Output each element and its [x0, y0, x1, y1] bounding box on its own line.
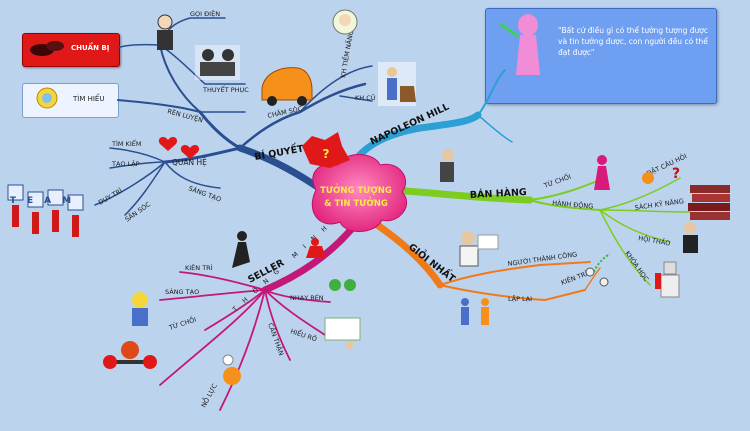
robot-icon	[655, 261, 680, 298]
dancer-icon	[594, 155, 610, 190]
weightlifter-icon	[103, 341, 157, 369]
hoi-thao-label: HỘI THẢO	[638, 233, 671, 247]
duy-tri-label: DUY TRÌ	[97, 186, 124, 207]
thuyet-phuc-label: THUYẾT PHỤC	[202, 84, 249, 94]
speaker-icon	[683, 222, 698, 253]
bi-quyet-label: BÍ QUYẾT	[253, 141, 305, 163]
seller-branch	[159, 221, 359, 411]
books-icon	[688, 185, 730, 220]
presentation-icon	[324, 317, 361, 349]
team-figures: TEAM	[7, 184, 84, 237]
tim-hieu-label: TÌM HIỂU	[73, 95, 105, 103]
runner-icon	[232, 231, 250, 268]
team-text: TEAM	[10, 196, 82, 206]
tim-hieu-magnifier-icon	[36, 87, 58, 109]
chuan-bi-label: CHUẨN BỊ	[71, 44, 110, 52]
chuan-bi-shoes-icon	[30, 41, 64, 56]
thinking-figure-icon	[222, 354, 241, 385]
central-line-1: TƯỞNG TƯỢNG	[320, 183, 392, 196]
teacher-icon	[459, 231, 499, 267]
khoa-hoc-label: KHÓA HỌC	[623, 249, 651, 283]
ban-hang-label: BÁN HÀNG	[470, 186, 528, 201]
thinker-icon	[440, 149, 454, 182]
sang-tao-1-label: SÁNG TẠO	[187, 183, 222, 203]
baby-icon	[332, 9, 358, 35]
handshake-icon	[461, 298, 489, 325]
sach-ky-nang-label: SÁCH KỸ NĂNG	[634, 196, 684, 212]
question-figure-icon: ?	[642, 166, 680, 184]
quote-text: "Bất cứ điều gì có thể tưởng tượng được …	[558, 26, 708, 57]
question-mark-icon: ?	[302, 132, 350, 168]
kien-tri-1-label: KIÊN TRÌ	[560, 269, 589, 287]
tim-kiem-label: TÌM KIẾM	[111, 138, 141, 148]
meeting-icon	[195, 45, 240, 80]
car-icon	[261, 67, 313, 106]
svg-text:?: ?	[672, 166, 680, 182]
nhay-ben-label: NHẠY BÉN	[290, 293, 324, 302]
red-figure-icon	[306, 238, 326, 258]
can-than-label: CẨN THẬN	[266, 321, 287, 357]
runner-figures-icon	[585, 253, 611, 287]
kh-cu-label: KH CŨ	[355, 93, 376, 102]
central-node: TƯỞNG TƯỢNG & TIN TƯỞNG	[311, 154, 408, 232]
hanh-dong-label: HÀNH ĐỘNG	[552, 198, 594, 211]
magnifier-eyes-icon	[329, 279, 356, 291]
gioi-nhat-branch	[366, 216, 601, 302]
farmer-icon	[378, 62, 416, 106]
businessman-icon	[157, 14, 173, 50]
kien-tri-2-label: KIÊN TRÌ	[185, 263, 213, 272]
hearts-icon	[158, 137, 200, 159]
central-line-2: & TIN TƯỞNG	[324, 196, 388, 209]
tu-choi-2-label: TỪ CHỐI	[167, 314, 198, 333]
quan-he-label: QUAN HỆ	[172, 158, 207, 167]
san-soc-label: SĂN SÓC	[123, 199, 153, 223]
sang-tao-2-label: SÁNG TẠO	[165, 287, 199, 296]
alien-icon	[499, 14, 540, 75]
goi-dien-label: GỌI ĐIỆN	[190, 9, 220, 18]
tu-choi-1-label: TỪ CHỐI	[541, 171, 572, 190]
no-luc-label: NỖ LỰC	[198, 381, 219, 409]
lap-lai-label: LẶP LẠI	[508, 294, 532, 303]
svg-text:?: ?	[323, 147, 330, 161]
lightbulb-person-icon	[132, 292, 148, 326]
tao-lap-label: TẠO LẬP	[111, 159, 140, 168]
